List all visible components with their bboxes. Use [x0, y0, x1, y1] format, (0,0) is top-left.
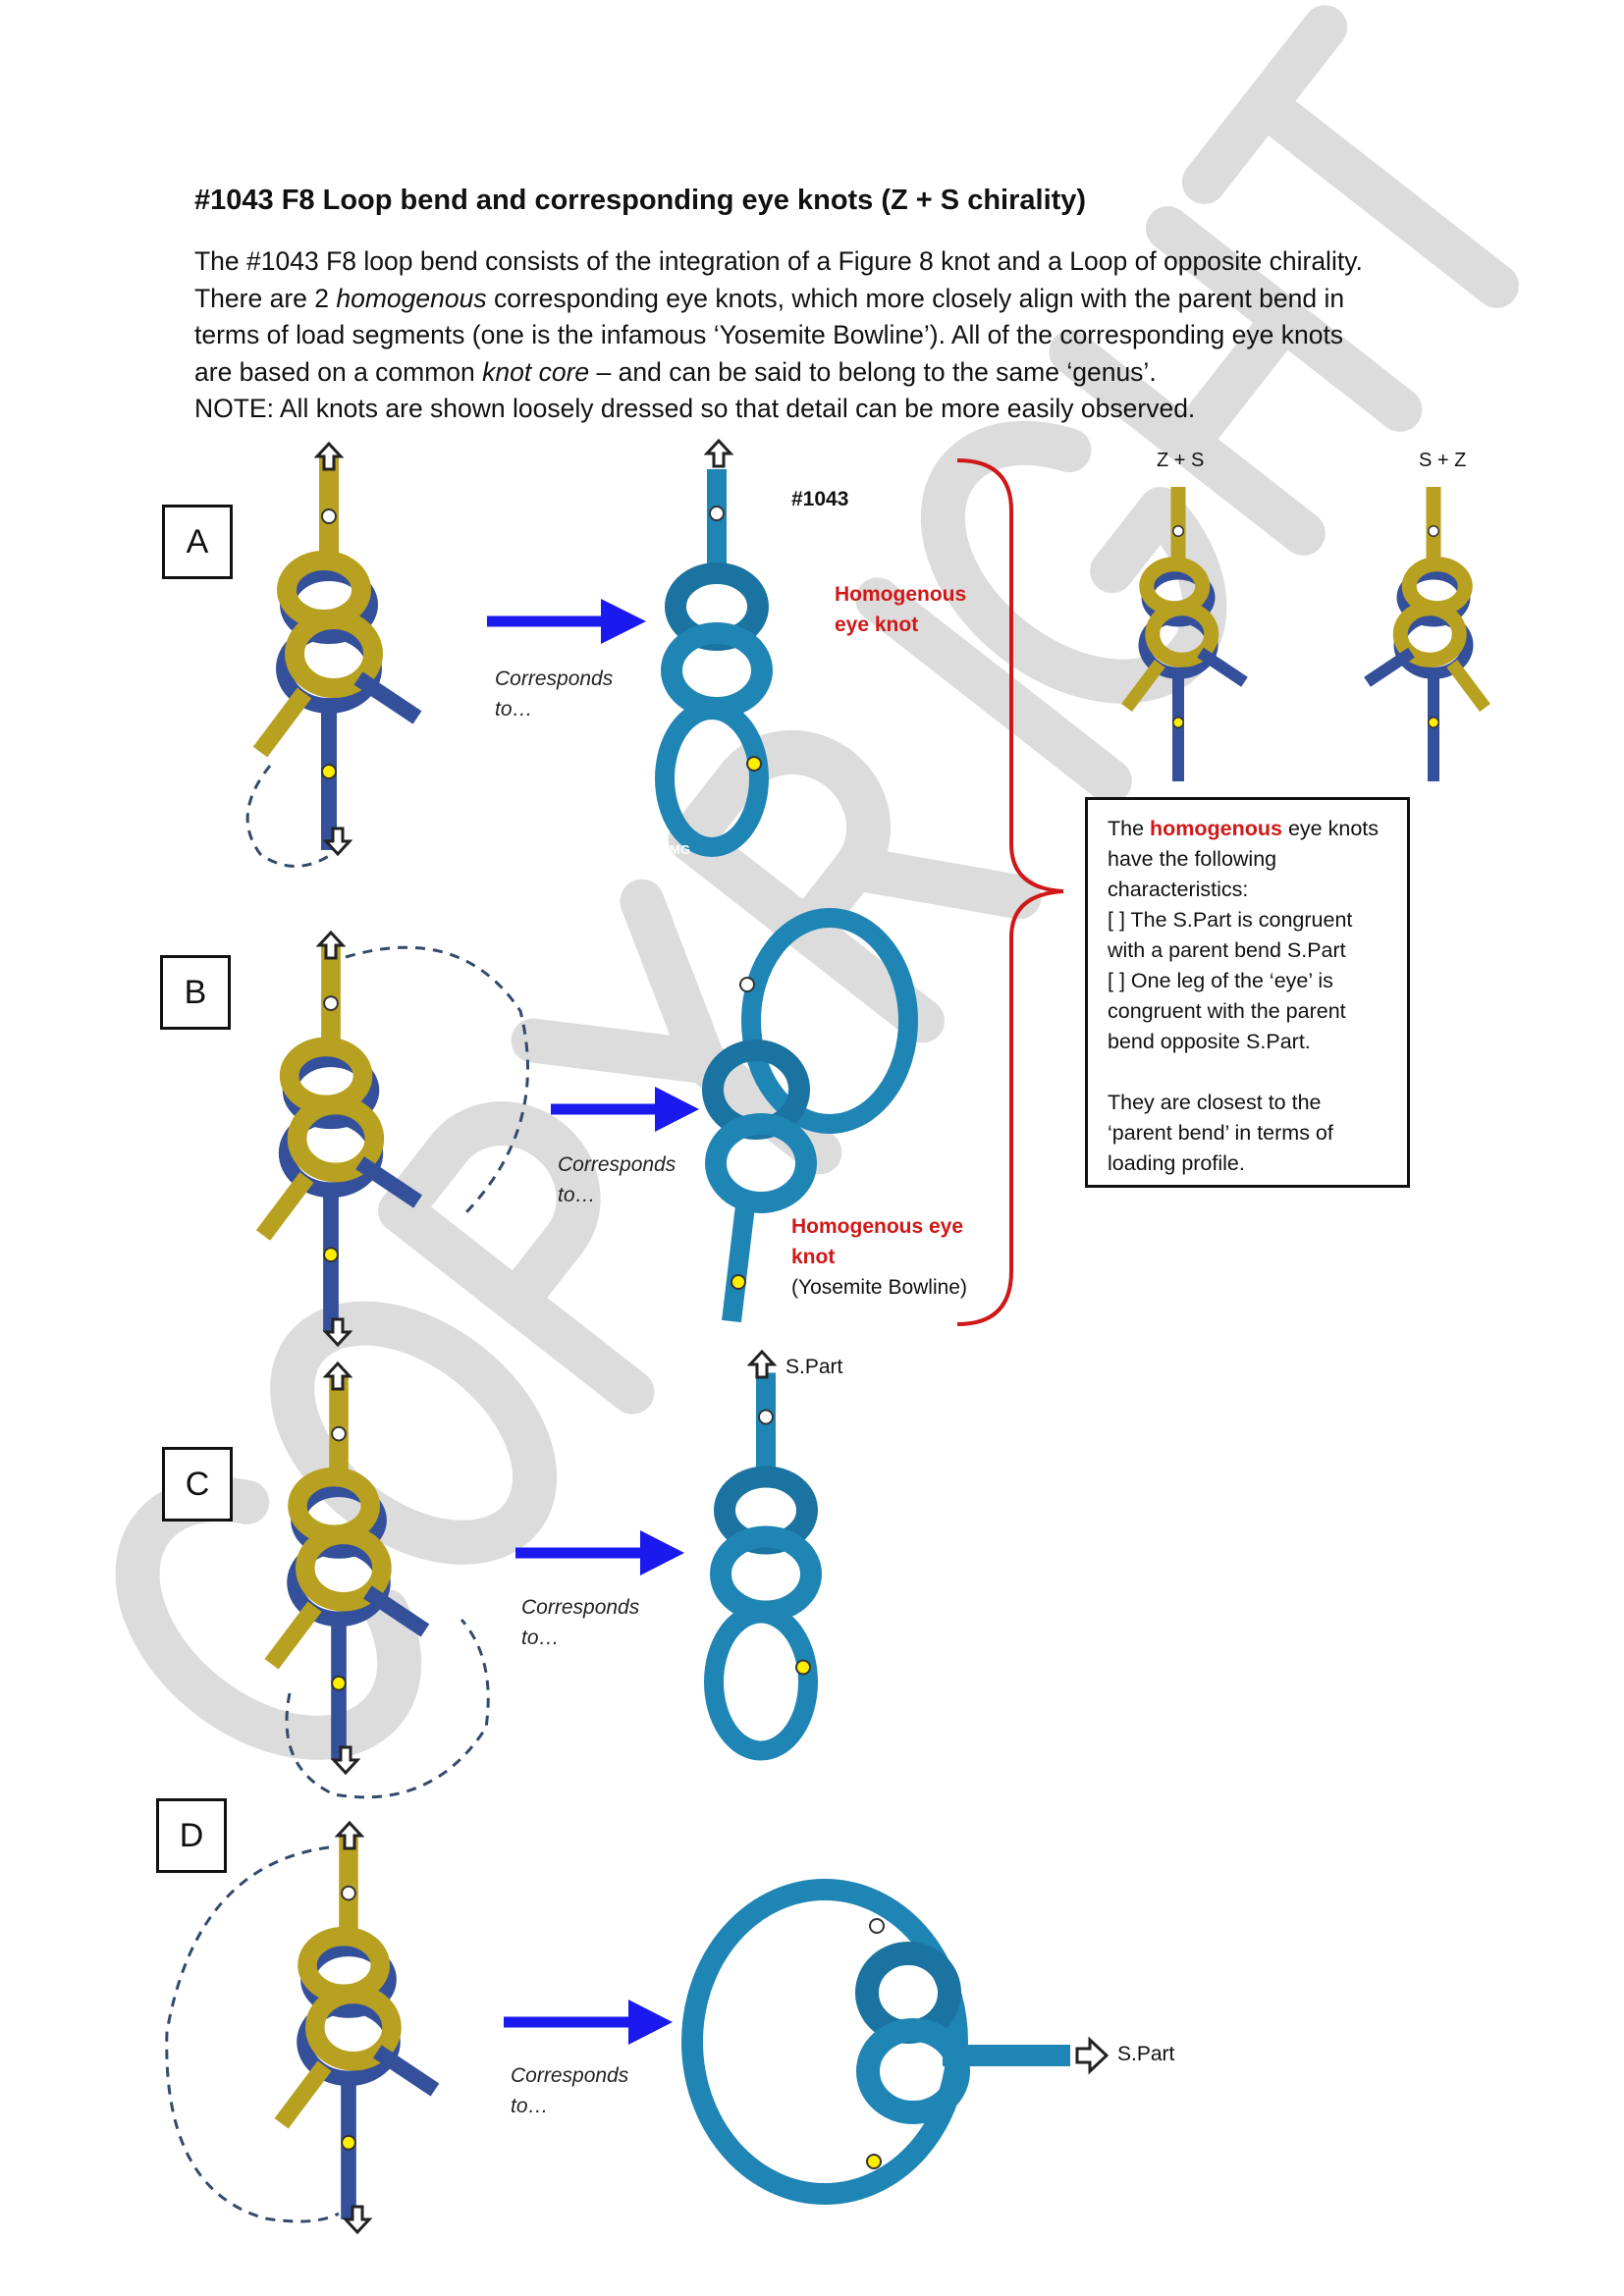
parent-bend-d [282, 1836, 435, 2219]
info-line: [ ] The S.Part is congruent [1108, 908, 1353, 932]
text: There are 2 [194, 283, 337, 313]
text: knot [791, 1246, 836, 1268]
info-line: congruent with the parent [1108, 999, 1346, 1023]
standing-part-label-c: S.Part [785, 1356, 843, 1378]
dashed-path-d [165, 1845, 340, 2223]
text: are based on a common [194, 356, 483, 387]
text: Corresponds [521, 1596, 640, 1619]
up-arrow-icon [705, 439, 732, 468]
blue-arrow-d [504, 2000, 673, 2045]
yosemite-label: (Yosemite Bowline) [791, 1276, 967, 1299]
parent-bend-a [260, 457, 417, 850]
blue-arrow-c [515, 1530, 684, 1575]
eye-knot-c [714, 1373, 811, 1751]
text: to… [558, 1184, 596, 1206]
intro-line: The #1043 F8 loop bend consists of the i… [194, 246, 1363, 276]
info-line: They are closest to the [1108, 1091, 1322, 1114]
dashed-path-b [345, 945, 529, 1219]
standing-part-label-d: S.Part [1117, 2043, 1175, 2065]
intro-line: terms of load segments (one is the infam… [194, 320, 1344, 350]
row-label-d: D [156, 1798, 227, 1873]
emphasis: knot core [482, 356, 590, 387]
text: Corresponds [511, 2064, 629, 2087]
eye-knot-b [702, 908, 918, 1323]
row-label-c: C [162, 1447, 233, 1522]
right-arrow-icon [1075, 2036, 1110, 2075]
corresponds-label-b: Corresponds to… [558, 1149, 676, 1210]
knot-number-label: #1043 [791, 488, 849, 510]
highlight: homogenous [1150, 817, 1282, 840]
intro-line: are based on a common knot core – and ca… [194, 354, 1471, 392]
red-brace [956, 458, 1064, 1326]
page-title: #1043 F8 Loop bend and corresponding eye… [194, 185, 1087, 216]
emphasis: homogenous [336, 283, 487, 313]
text: The [1108, 817, 1151, 840]
blue-arrow-a [487, 599, 646, 644]
text: Homogenous [835, 583, 967, 606]
text: to… [495, 698, 533, 721]
corresponds-label-a: Corresponds to… [495, 664, 613, 724]
blue-arrow-b [551, 1087, 699, 1132]
info-line: The homogenous eye knots [1108, 814, 1407, 844]
info-line: bend opposite S.Part. [1108, 1030, 1311, 1053]
info-line: characteristics: [1108, 878, 1249, 901]
s-z-label: S + Z [1419, 450, 1467, 471]
row-label-a: A [162, 505, 233, 579]
text: – and can be said to belong to the same … [589, 356, 1157, 387]
text: eye knot [835, 614, 919, 636]
bend-s-z [1368, 487, 1486, 781]
homogenous-label-a: Homogenous eye knot [835, 579, 966, 640]
mg-logo: MG [670, 842, 690, 857]
corresponds-label-c: Corresponds to… [521, 1592, 639, 1653]
text: Homogenous eye [791, 1215, 964, 1238]
intro-note: NOTE: All knots are shown loosely dresse… [194, 394, 1196, 424]
text: corresponding eye knots, which more clos… [486, 283, 1345, 313]
info-line: with a parent bend S.Part [1108, 938, 1346, 962]
info-line: [ ] One leg of the ‘eye’ is [1108, 969, 1333, 992]
dashed-path-a [245, 765, 333, 868]
intro-paragraph: The #1043 F8 loop bend consists of the i… [194, 243, 1471, 428]
eye-knot-d [681, 1879, 1070, 2205]
spacer [1108, 1057, 1407, 1088]
text: to… [511, 2095, 549, 2117]
text: Corresponds [558, 1153, 677, 1176]
text: Corresponds [495, 667, 614, 690]
info-box: The homogenous eye knots have the follow… [1085, 797, 1410, 1188]
info-line: ‘parent bend’ in terms of [1108, 1121, 1333, 1145]
text: eye knots [1282, 817, 1379, 840]
info-line: have the following [1108, 847, 1277, 871]
parent-bend-b [263, 945, 418, 1332]
text: to… [521, 1627, 560, 1649]
corresponds-label-d: Corresponds to… [511, 2060, 628, 2121]
homogenous-label-b: Homogenous eye knot (Yosemite Bowline) [791, 1211, 967, 1303]
z-s-label: Z + S [1157, 450, 1205, 471]
row-label-b: B [160, 955, 231, 1030]
info-line: loading profile. [1108, 1151, 1245, 1175]
dashed-path-c [285, 1619, 490, 1799]
intro-line: There are 2 homogenous corresponding eye… [194, 281, 1471, 318]
